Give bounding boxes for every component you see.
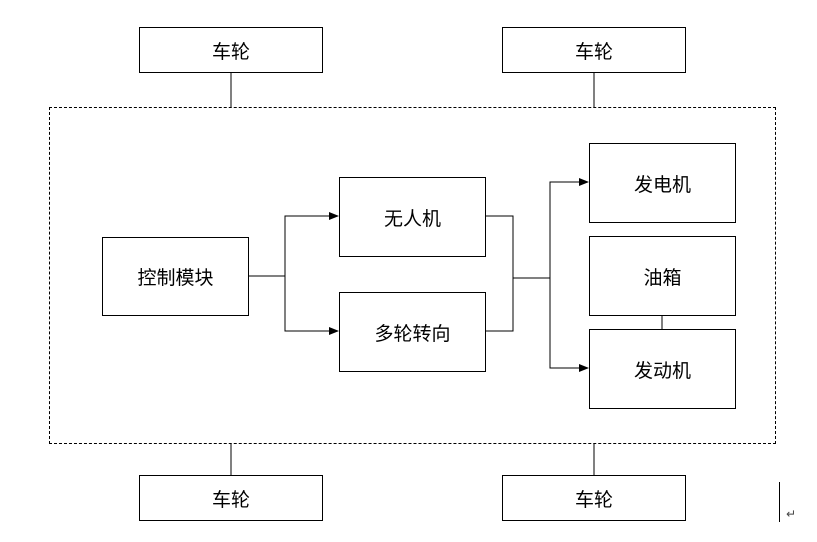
- generator-box: 发电机: [589, 143, 736, 223]
- wheel-label: 车轮: [211, 40, 250, 63]
- connector-to-generator: [549, 178, 589, 278]
- drone-label: 无人机: [383, 207, 441, 230]
- wheel-label: 车轮: [574, 40, 613, 63]
- fuel-tank-label: 油箱: [643, 266, 682, 289]
- multi-wheel-steering-box: 多轮转向: [339, 292, 486, 372]
- wheel-bottom-left: 车轮: [139, 475, 323, 521]
- wheel-top-left: 车轮: [139, 27, 323, 73]
- control-module-box: 控制模块: [102, 237, 249, 316]
- engine-box: 发动机: [589, 329, 736, 409]
- fuel-tank-box: 油箱: [589, 236, 736, 316]
- connector-drone-out: [486, 215, 514, 332]
- generator-label: 发电机: [633, 173, 691, 196]
- wheel-label: 车轮: [211, 488, 250, 511]
- control-module-label: 控制模块: [137, 267, 214, 289]
- text-cursor: [779, 482, 780, 522]
- paragraph-return-mark: ↵: [786, 507, 797, 521]
- connector-to-engine: [549, 278, 589, 372]
- multi-wheel-steering-label: 多轮转向: [374, 322, 451, 345]
- wheel-bottom-right: 车轮: [502, 475, 686, 521]
- engine-label: 发动机: [633, 359, 691, 382]
- connector-control-to-steering: [284, 276, 339, 335]
- connector-control-to-drone: [248, 212, 339, 277]
- wheel-top-right: 车轮: [502, 27, 686, 73]
- wheel-label: 车轮: [574, 488, 613, 511]
- drone-box: 无人机: [339, 177, 486, 257]
- vehicle-body-dashed-frame: [49, 107, 776, 444]
